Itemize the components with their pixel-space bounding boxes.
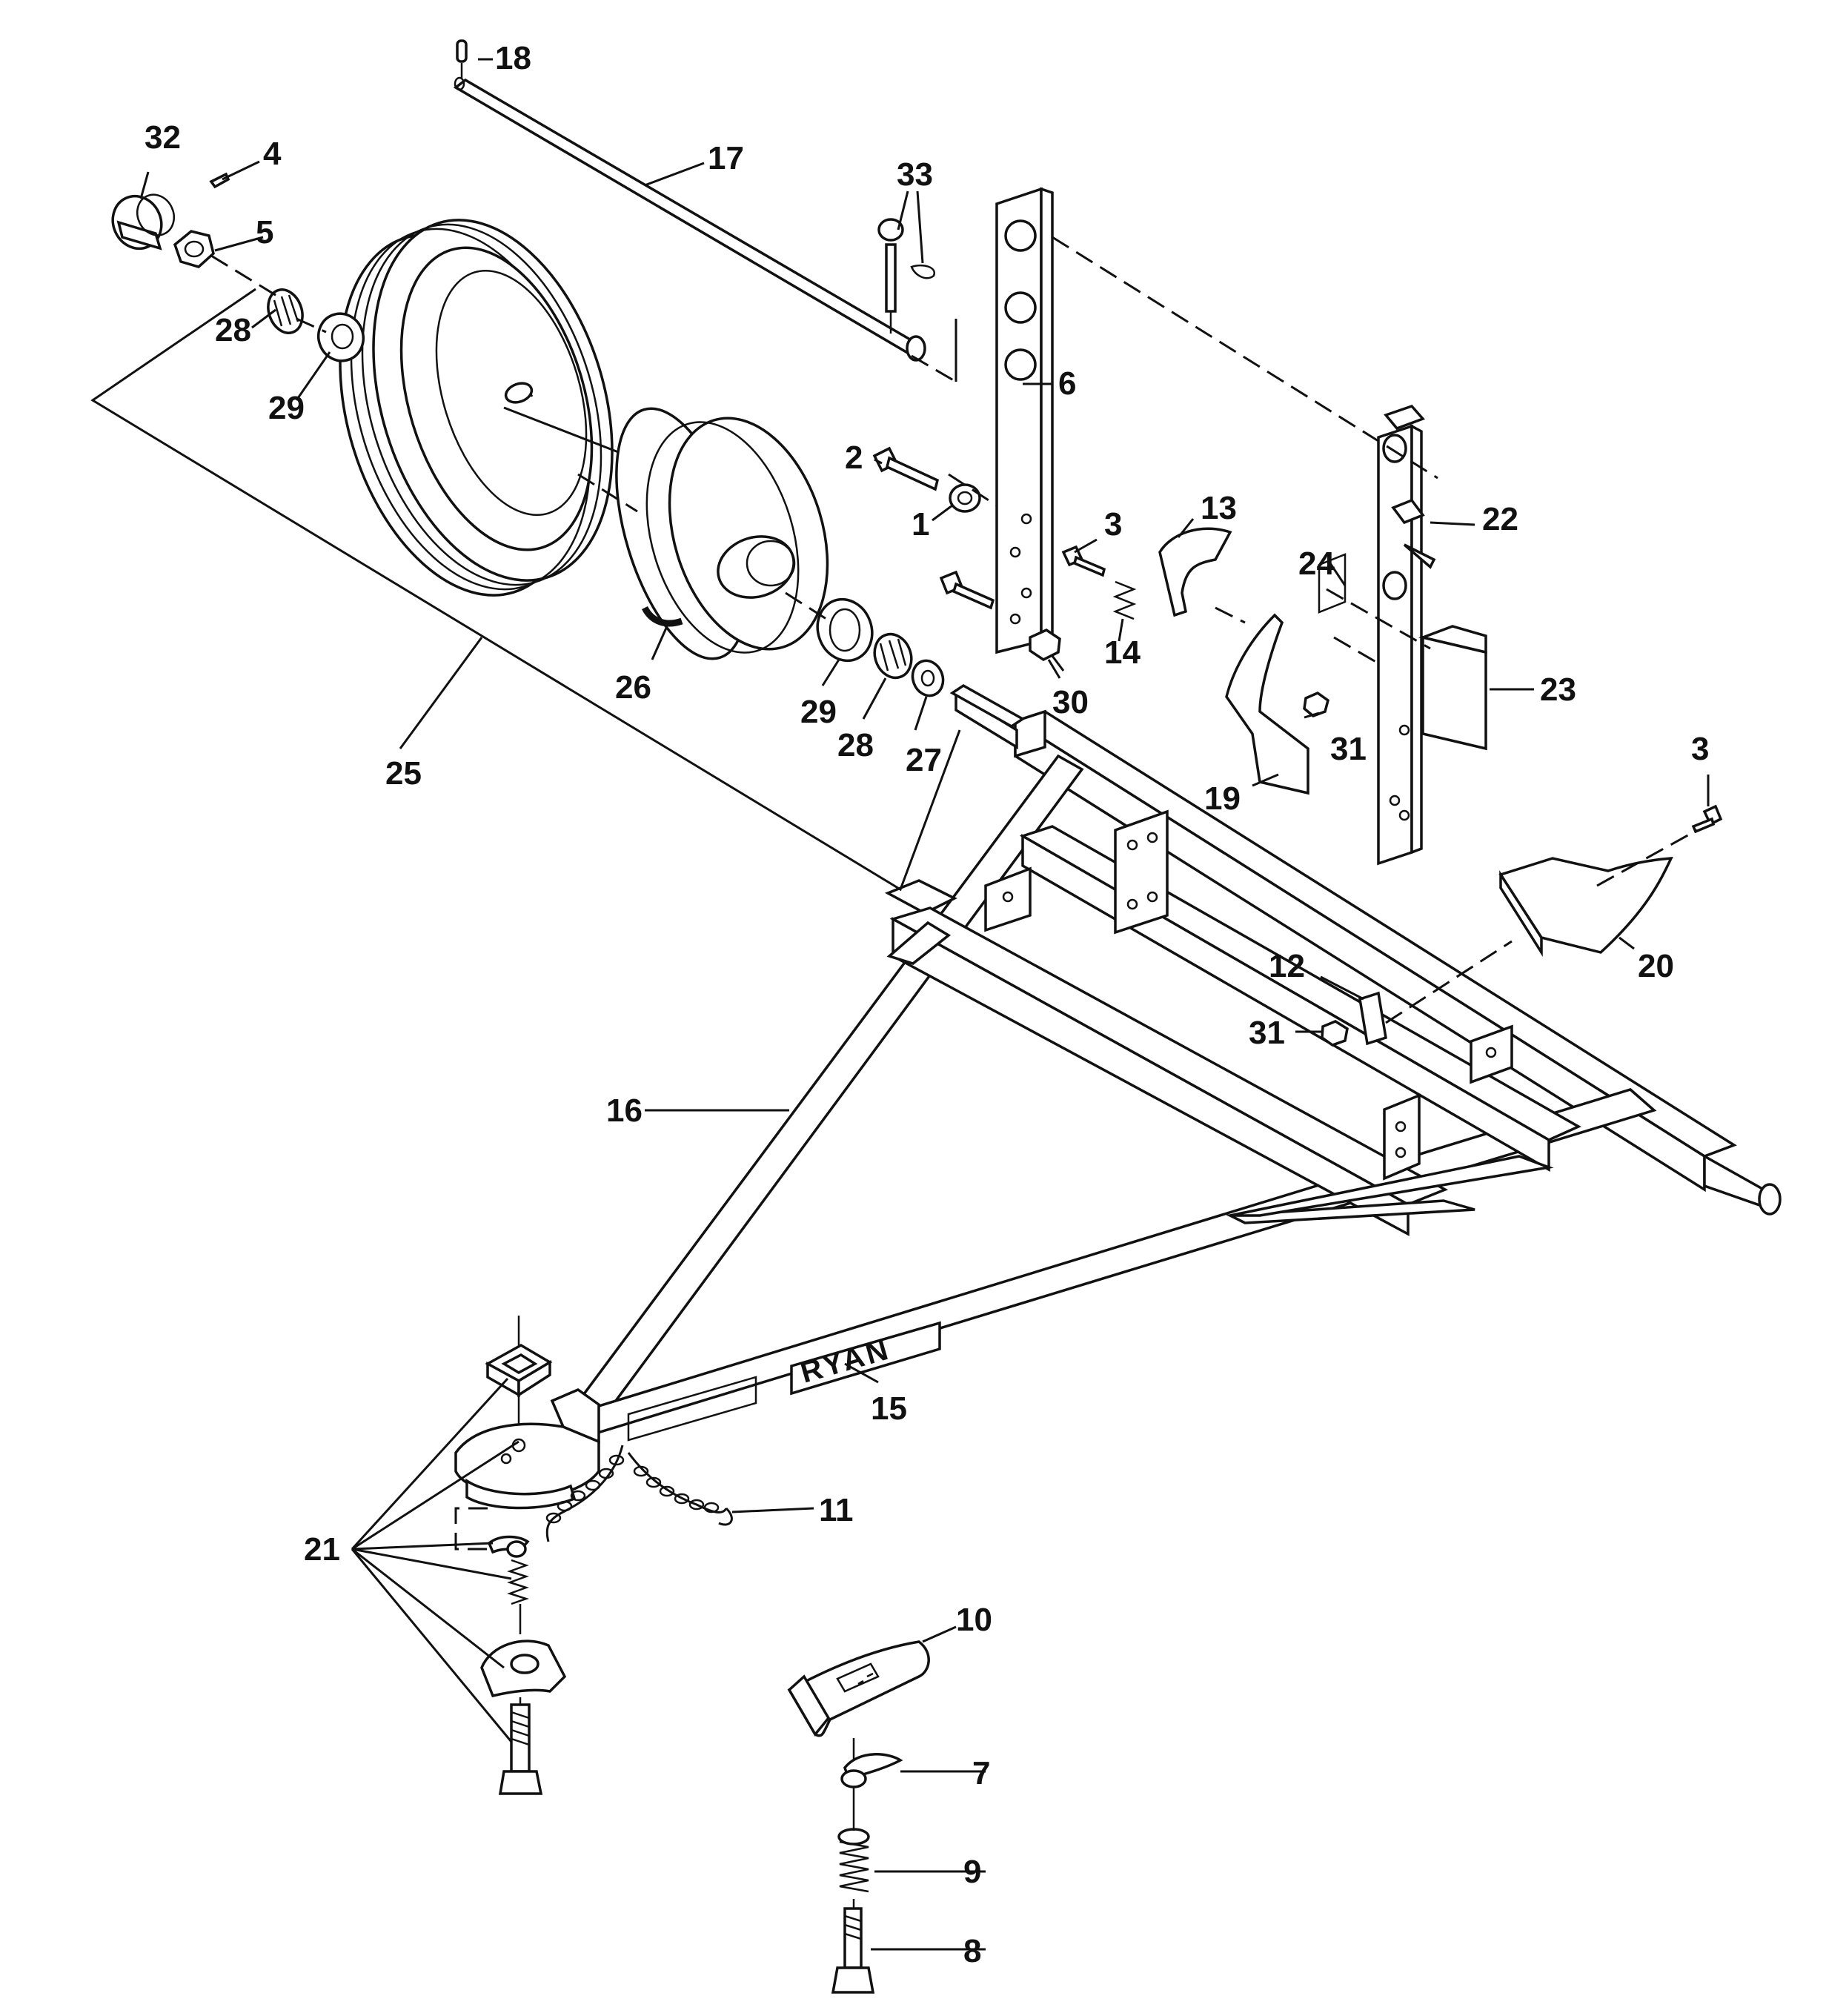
callout-10: 10 xyxy=(956,1602,992,1638)
callout-11: 11 xyxy=(819,1492,854,1528)
callout-31-lower: 31 xyxy=(1249,1015,1285,1051)
callout-12: 12 xyxy=(1269,948,1305,984)
alignment-lines xyxy=(210,236,1698,1024)
callout-16: 16 xyxy=(606,1092,643,1129)
callout-28: 28 xyxy=(215,312,251,348)
callout-5: 5 xyxy=(256,214,273,251)
callout-9: 9 xyxy=(963,1854,981,1890)
callout-20: 20 xyxy=(1638,948,1674,984)
hitch-bar xyxy=(453,39,935,362)
safety-chain xyxy=(545,1445,733,1542)
coupler-assembly xyxy=(454,1316,600,1795)
hub-parts xyxy=(111,172,1026,729)
callout-14: 14 xyxy=(1104,634,1141,671)
callout-21: 21 xyxy=(304,1531,340,1568)
callout-32: 32 xyxy=(145,119,181,156)
callout-24: 24 xyxy=(1298,546,1335,582)
callout-15: 15 xyxy=(871,1390,907,1427)
callout-17: 17 xyxy=(708,140,744,176)
callout-3: 3 xyxy=(1104,506,1122,543)
jack-foot-assembly xyxy=(787,1640,930,1994)
callout-labels: 1 2 3 3 4 5 6 7 8 9 10 11 12 13 14 15 16… xyxy=(145,40,1709,1969)
callout-18: 18 xyxy=(495,40,531,76)
callout-26: 26 xyxy=(615,669,651,706)
callout-28-inner: 28 xyxy=(837,727,874,763)
callout-29-inner: 29 xyxy=(800,694,837,730)
callout-27: 27 xyxy=(906,742,942,778)
callout-23: 23 xyxy=(1540,672,1576,708)
tire xyxy=(339,219,638,597)
callout-3-right: 3 xyxy=(1691,731,1709,767)
callout-13: 13 xyxy=(1201,490,1237,526)
wheel-rim xyxy=(615,407,829,660)
callout-4: 4 xyxy=(263,136,282,172)
callout-30: 30 xyxy=(1052,684,1089,720)
callout-22: 22 xyxy=(1482,501,1518,537)
callout-2: 2 xyxy=(845,440,863,476)
right-upright xyxy=(1158,404,1723,1047)
callout-1: 1 xyxy=(912,506,929,543)
callout-6: 6 xyxy=(1058,365,1076,402)
callout-33: 33 xyxy=(897,156,933,193)
callout-8: 8 xyxy=(963,1933,981,1969)
leader-lines xyxy=(90,58,1710,1951)
callout-31: 31 xyxy=(1330,731,1367,767)
left-upright xyxy=(872,187,1137,662)
callout-25: 25 xyxy=(385,755,422,792)
callout-19: 19 xyxy=(1204,780,1241,817)
callout-29: 29 xyxy=(268,390,305,426)
callout-7: 7 xyxy=(972,1755,990,1791)
tow-frame: RYAN xyxy=(568,690,1782,1458)
